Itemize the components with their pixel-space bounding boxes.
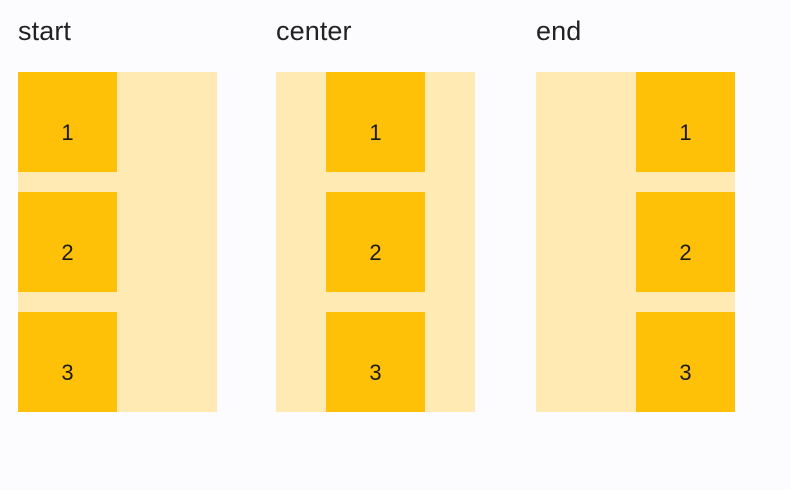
flex-item: 3 bbox=[326, 312, 425, 412]
column-label-end: end bbox=[536, 16, 582, 46]
flex-item: 2 bbox=[636, 192, 735, 292]
flex-item: 2 bbox=[18, 192, 117, 292]
flex-item: 2 bbox=[326, 192, 425, 292]
flex-container-center: 1 2 3 bbox=[276, 72, 475, 412]
flex-item: 1 bbox=[636, 72, 735, 172]
flex-item: 1 bbox=[326, 72, 425, 172]
item-number: 2 bbox=[61, 240, 74, 265]
demo-column-start: start 1 2 3 bbox=[18, 0, 217, 490]
flex-item: 3 bbox=[18, 312, 117, 412]
flex-item: 3 bbox=[636, 312, 735, 412]
item-number: 2 bbox=[679, 240, 692, 265]
item-number: 3 bbox=[61, 360, 74, 385]
item-number: 2 bbox=[369, 240, 382, 265]
item-number: 1 bbox=[61, 120, 74, 145]
item-number: 3 bbox=[679, 360, 692, 385]
demo-column-end: end 1 2 3 bbox=[536, 0, 735, 490]
flex-item: 1 bbox=[18, 72, 117, 172]
flex-container-start: 1 2 3 bbox=[18, 72, 217, 412]
column-label-center: center bbox=[276, 16, 352, 46]
item-number: 1 bbox=[369, 120, 382, 145]
item-number: 1 bbox=[679, 120, 692, 145]
flex-container-end: 1 2 3 bbox=[536, 72, 735, 412]
item-number: 3 bbox=[369, 360, 382, 385]
column-label-start: start bbox=[18, 16, 72, 46]
demo-column-center: center 1 2 3 bbox=[276, 0, 475, 490]
